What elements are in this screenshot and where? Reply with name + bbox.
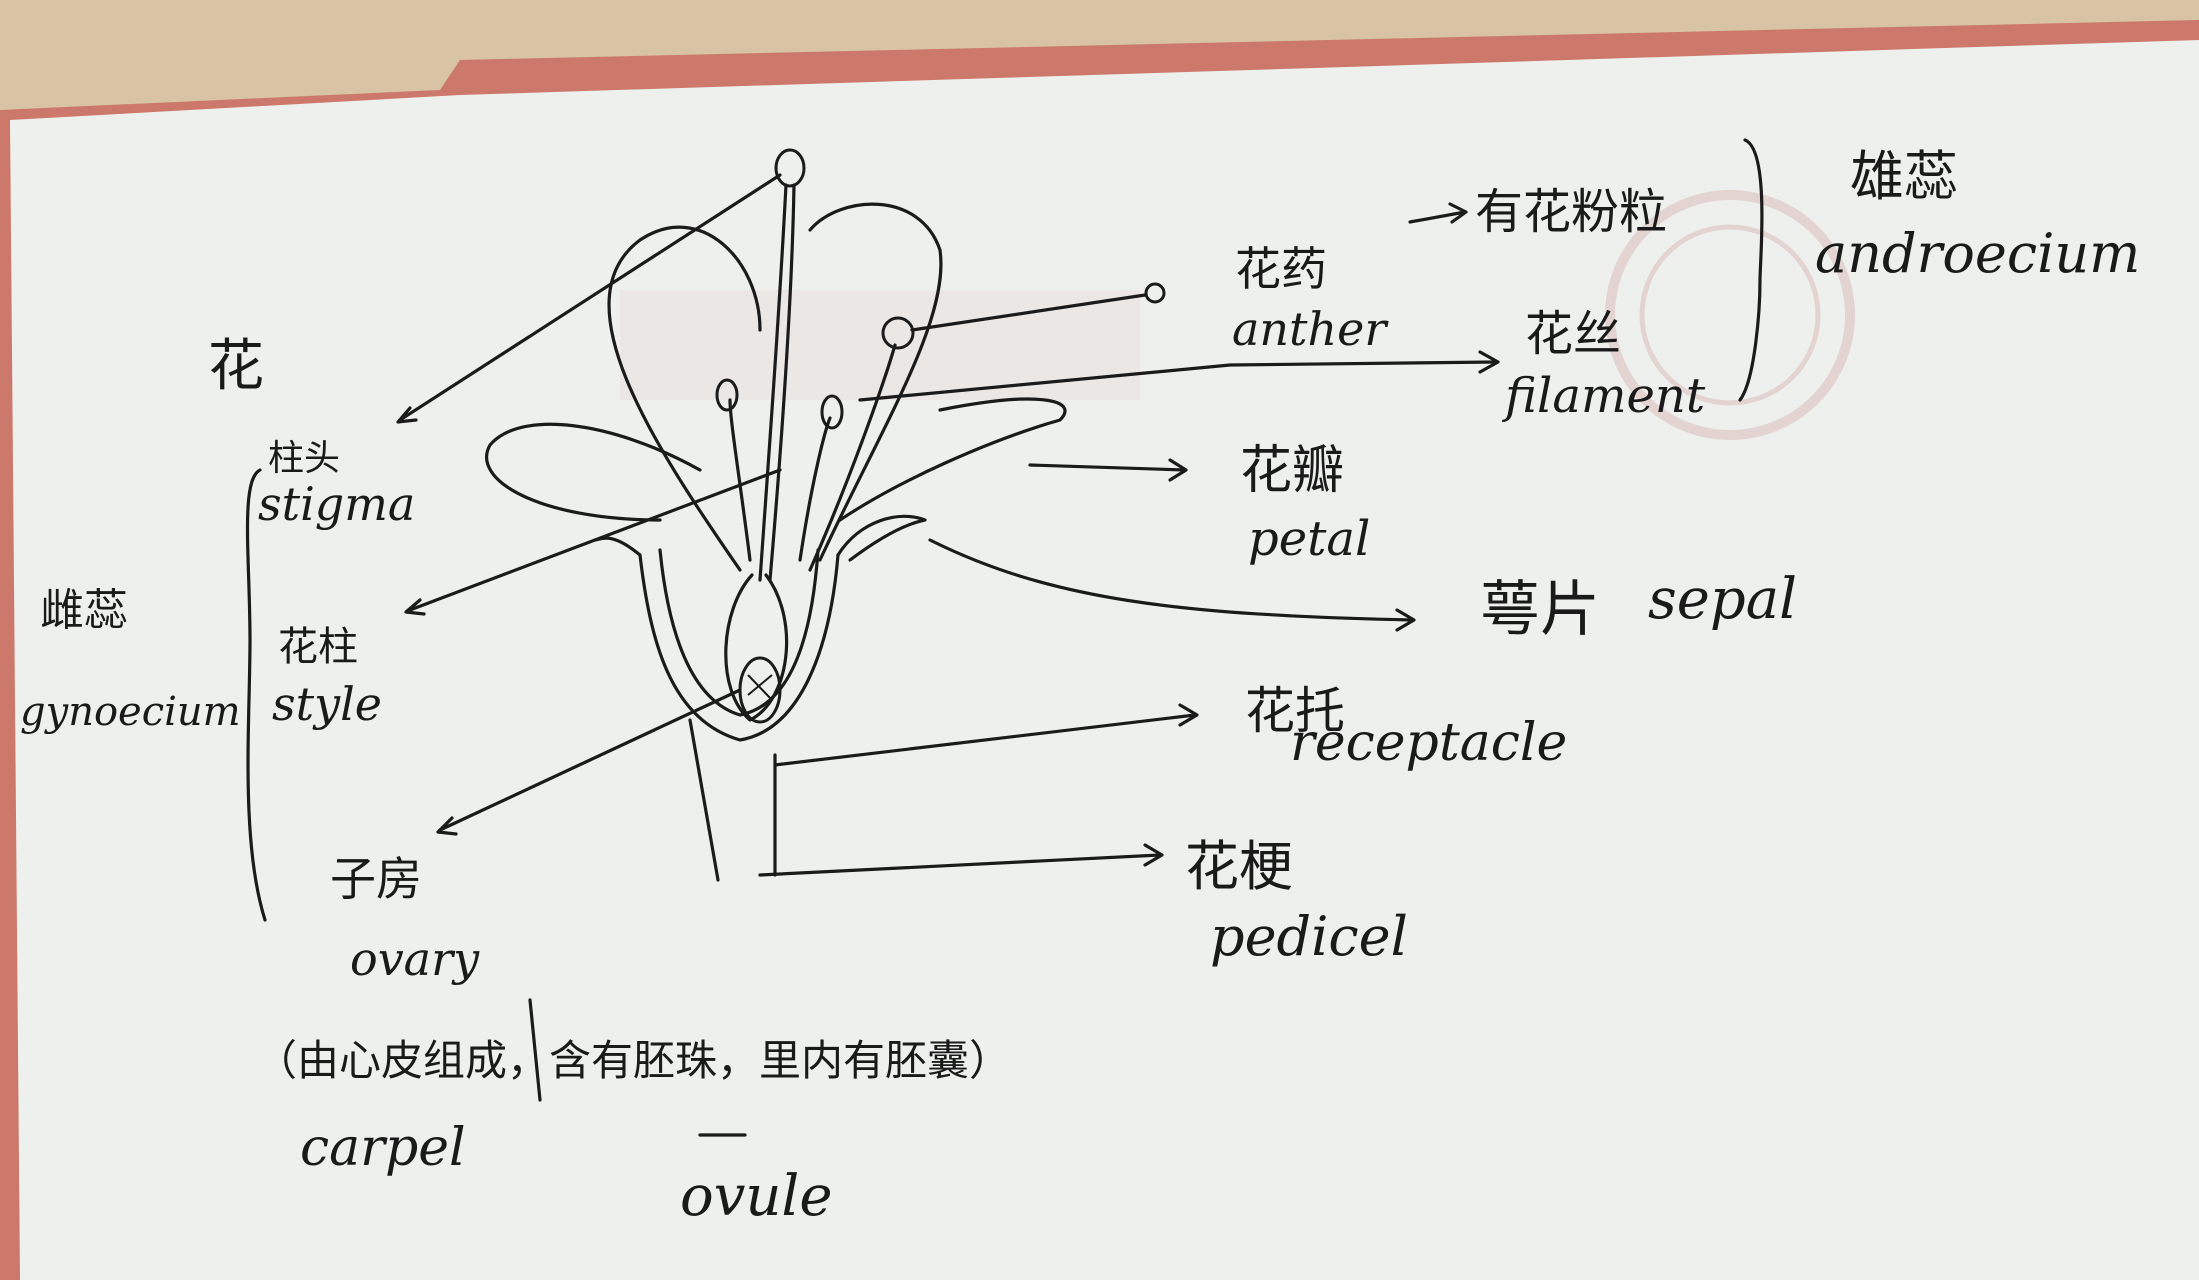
label-sepal-zh: 萼片 bbox=[1480, 575, 1600, 645]
title-flower: 花 bbox=[208, 334, 264, 399]
pointer-lines bbox=[245, 138, 1764, 1137]
label-carpel-note: （由心皮组成，含有胚珠，里内有胚囊） bbox=[255, 1036, 1011, 1085]
label-pollen-zh: 有花粉粒 bbox=[1475, 184, 1667, 240]
anther-2 bbox=[820, 394, 844, 430]
arrow-receptacle bbox=[773, 713, 1197, 767]
anther-1 bbox=[715, 378, 739, 412]
label-stigma-en: stigma bbox=[258, 477, 415, 531]
label-style-zh: 花柱 bbox=[278, 624, 358, 670]
filament-2 bbox=[798, 416, 832, 562]
arrow-anther bbox=[910, 293, 1147, 332]
stigma-shape bbox=[774, 148, 806, 188]
paper-sheet bbox=[10, 40, 2199, 1280]
arrow-filament bbox=[858, 360, 1497, 402]
receptacle-cup bbox=[638, 553, 840, 742]
label-anther-zh: 花药 bbox=[1235, 242, 1327, 296]
label-carpel: carpel bbox=[300, 1118, 466, 1178]
label-stigma-zh: 柱头 bbox=[268, 438, 340, 479]
flower-drawing bbox=[485, 148, 1067, 882]
label-gynoecium-en: gynoecium bbox=[20, 689, 241, 735]
arrow-ovary bbox=[438, 688, 742, 832]
label-ovule: ovule bbox=[680, 1164, 832, 1229]
labels: 花 柱头 stigma 雌蕊 gynoecium 花柱 style 子房 ova… bbox=[20, 145, 2140, 1229]
label-style-en: style bbox=[272, 677, 382, 731]
label-petal-zh: 花瓣 bbox=[1240, 441, 1344, 501]
label-filament-zh: 花丝 bbox=[1525, 306, 1621, 362]
label-receptacle-zh: 花托 bbox=[1245, 682, 1345, 740]
label-gynoecium-zh: 雌蕊 bbox=[40, 585, 128, 636]
label-ovary-zh: 子房 bbox=[330, 852, 422, 906]
label-filament-en: filament bbox=[1502, 368, 1706, 424]
carpel-tick bbox=[528, 998, 542, 1102]
arrow-stigma bbox=[398, 173, 782, 422]
label-receptacle-en: receptacle bbox=[1290, 713, 1567, 773]
label-androecium-en: androecium bbox=[1815, 222, 2140, 285]
arrow-sepal bbox=[928, 538, 1414, 622]
filament-3 bbox=[808, 343, 897, 572]
arrow-petal bbox=[1028, 463, 1187, 472]
label-sepal-en: sepal bbox=[1648, 567, 1797, 632]
label-anther-en: anther bbox=[1232, 302, 1389, 356]
style-stroke bbox=[758, 183, 788, 582]
label-pedicel-zh: 花梗 bbox=[1185, 835, 1293, 898]
style-stroke-2 bbox=[768, 183, 796, 582]
arrow-pollen bbox=[1408, 210, 1467, 224]
sepal-right bbox=[836, 514, 927, 562]
ovary-outline bbox=[724, 573, 789, 722]
pedicel-stroke bbox=[688, 718, 720, 882]
label-petal-en: petal bbox=[1248, 511, 1370, 567]
arrow-style bbox=[408, 468, 782, 612]
petal-front-right bbox=[838, 397, 1067, 522]
label-ovary-en: ovary bbox=[350, 932, 480, 986]
petal-front-left bbox=[485, 422, 702, 522]
label-androecium-zh: 雄蕊 bbox=[1850, 145, 1958, 208]
gynoecium-brace bbox=[245, 468, 267, 922]
arrow-pedicel bbox=[758, 853, 1162, 877]
anther-3 bbox=[881, 316, 915, 350]
petal-right bbox=[808, 202, 943, 562]
receptacle-inner bbox=[658, 548, 820, 717]
petal-left bbox=[607, 225, 762, 572]
androecium-brace bbox=[1738, 138, 1764, 402]
label-pedicel-en: pedicel bbox=[1210, 905, 1408, 968]
